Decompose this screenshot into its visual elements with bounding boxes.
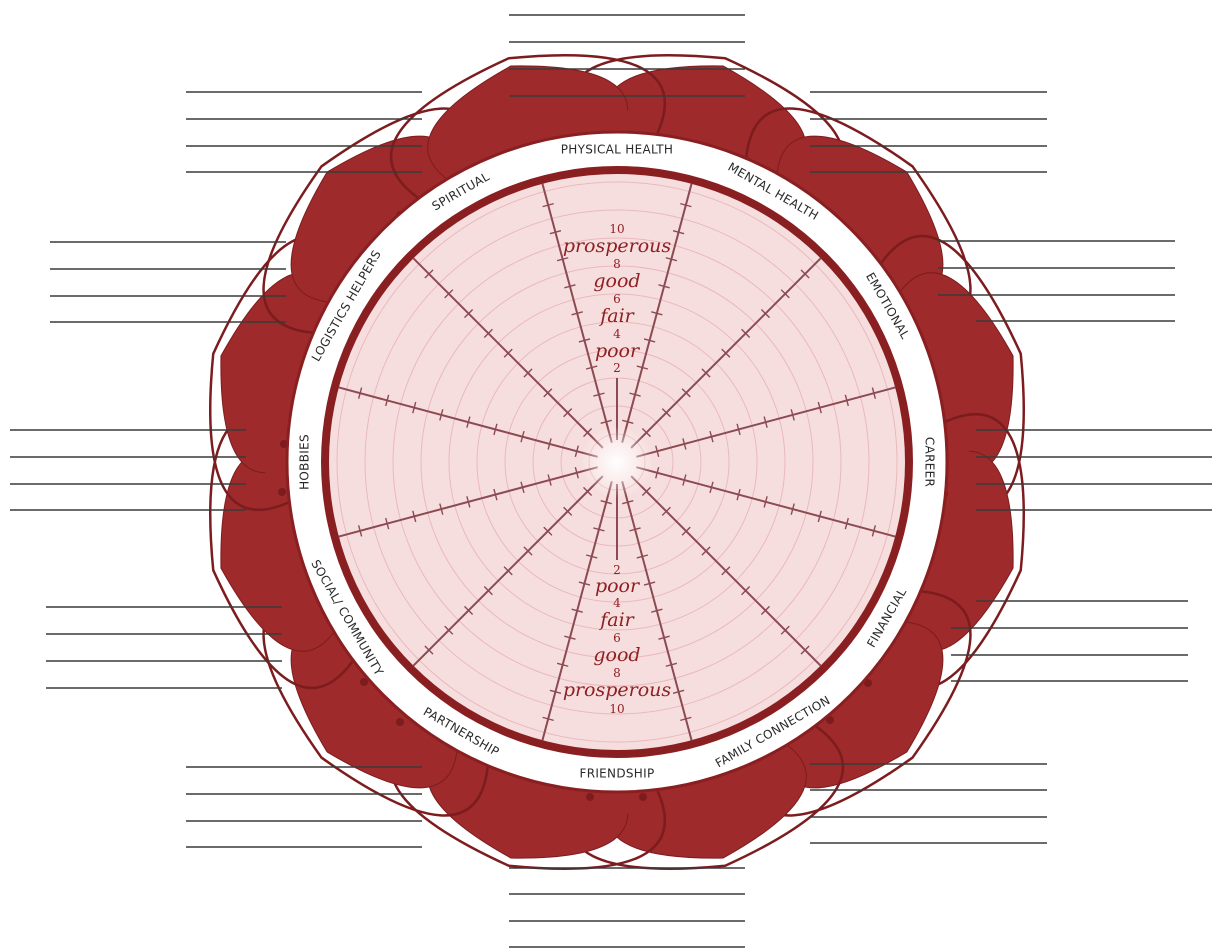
- decor-dot: [639, 793, 647, 801]
- center-glow: [581, 426, 653, 498]
- scale-top-2: 2: [613, 361, 621, 375]
- scale-bottom-6: 6: [613, 631, 621, 645]
- scale-bottom-4: 4: [613, 596, 621, 610]
- scale-bottom-good: good: [593, 644, 640, 666]
- segment-label: FRIENDSHIP: [580, 767, 655, 781]
- scale-bottom-prosperous: prosperous: [563, 679, 672, 701]
- segment-label: PHYSICAL HEALTH: [561, 143, 674, 157]
- scale-bottom-8: 8: [613, 666, 621, 680]
- scale-bottom-10: 10: [609, 702, 624, 716]
- segment-label: CAREER: [923, 437, 937, 487]
- decor-dot: [278, 488, 286, 496]
- decor-dot: [586, 793, 594, 801]
- scale-top-4: 4: [613, 327, 621, 341]
- scale-bottom-fair: fair: [598, 609, 635, 631]
- scale-top-poor: poor: [595, 340, 641, 362]
- scale-top-6: 6: [613, 292, 621, 306]
- scale-top-prosperous: prosperous: [563, 235, 672, 257]
- scale-top-8: 8: [613, 257, 621, 271]
- decor-dot: [396, 718, 404, 726]
- scale-top-10: 10: [609, 222, 624, 236]
- scale-bottom-poor: poor: [595, 575, 641, 597]
- segment-label: HOBBIES: [298, 434, 312, 490]
- scale-top-fair: fair: [598, 305, 635, 327]
- scale-top-good: good: [593, 270, 640, 292]
